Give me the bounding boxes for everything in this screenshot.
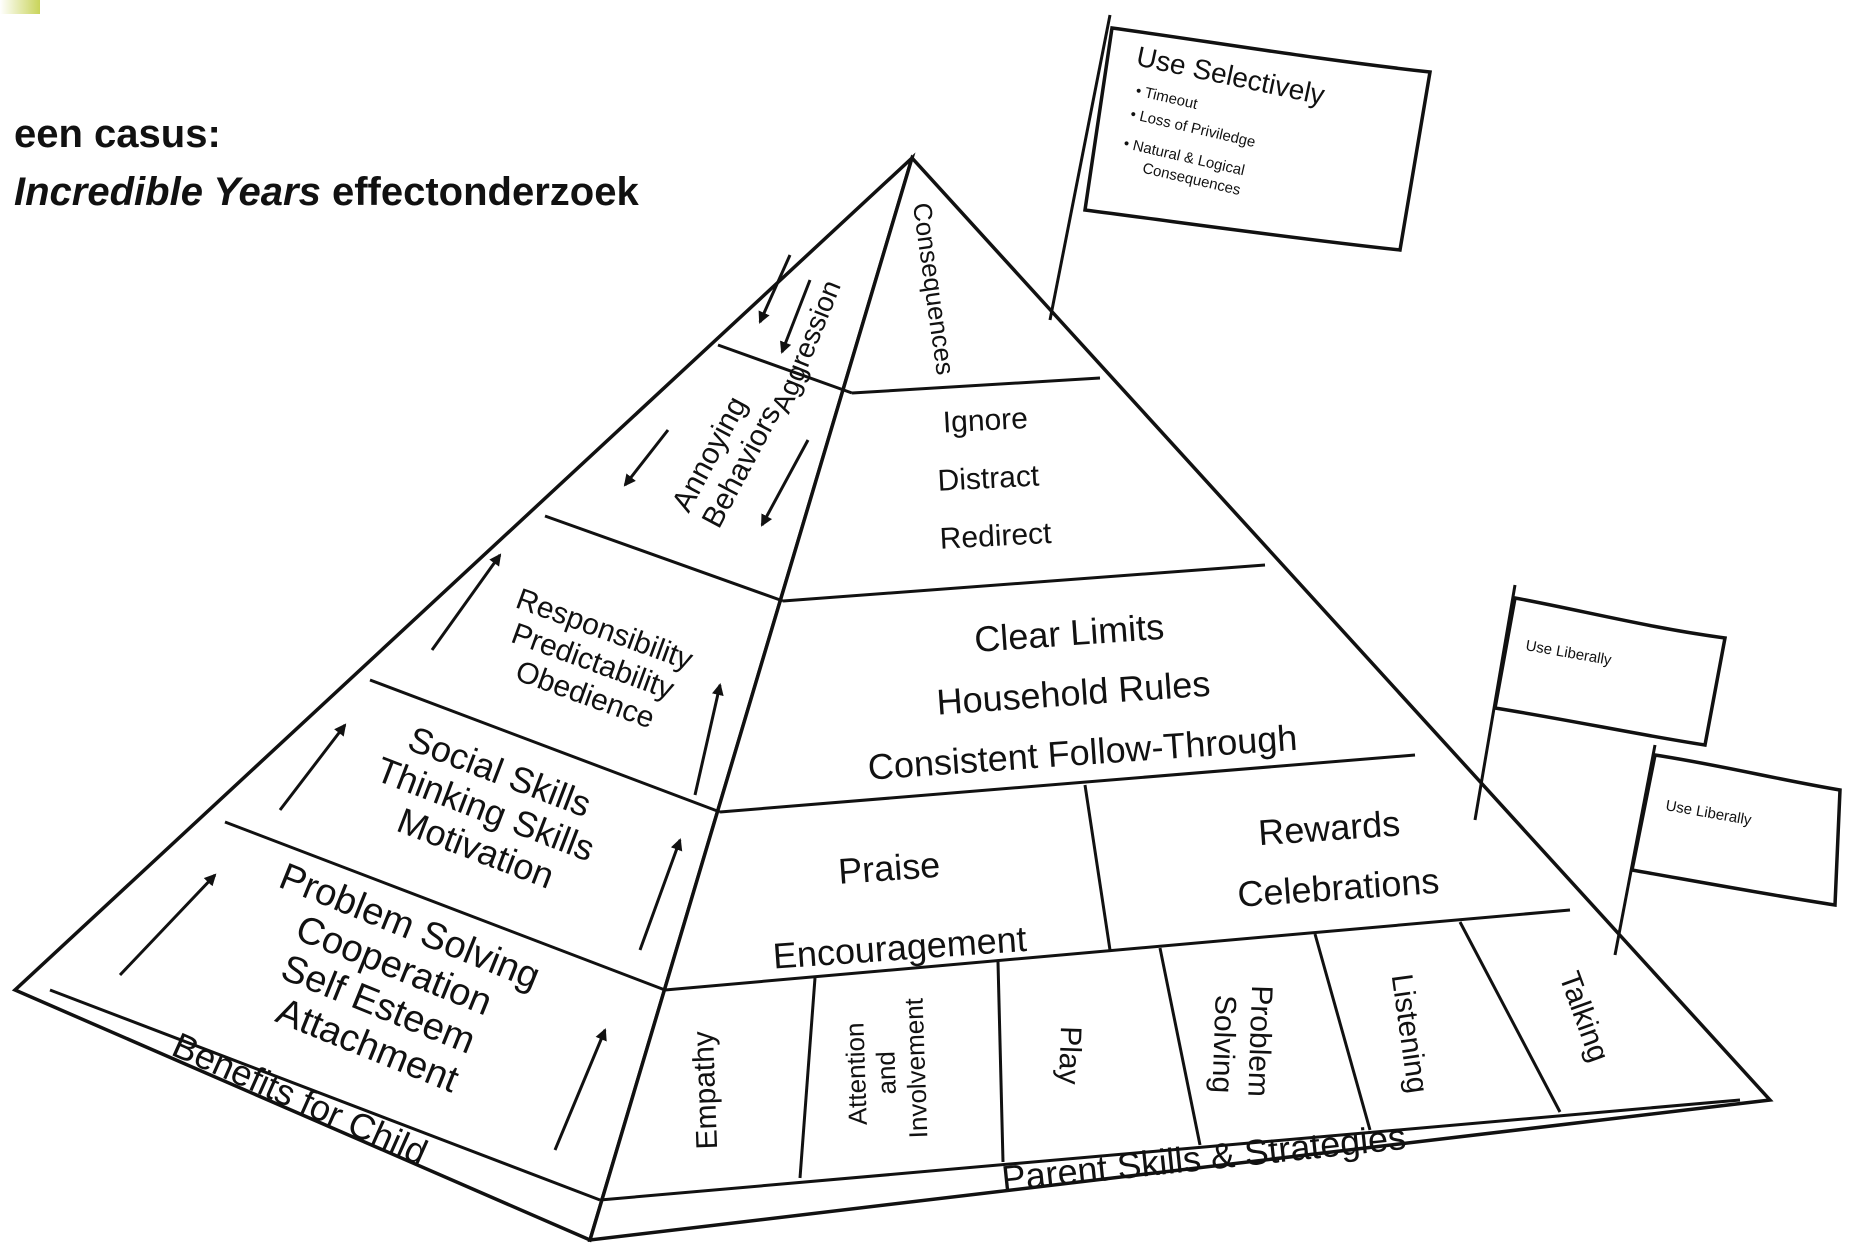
- cell-problem-solving: Problem Solving: [1205, 984, 1278, 1106]
- svg-text:Attention and Invo: Attention and Involvement: [839, 997, 934, 1141]
- flag-use-selectively: Use Selectively • Timeout • Loss of Priv…: [1048, 14, 1433, 321]
- cell-play: Play: [1052, 1026, 1087, 1085]
- flag-use-liberally-lower: Use Liberally: [1613, 744, 1842, 956]
- heading-italic-program-name: Incredible Years: [14, 170, 321, 214]
- tier-label-ignore-distract-redirect: Ignore Distract Redirect: [933, 401, 1053, 556]
- svg-text:Problem Solving: Problem Solving: [1205, 984, 1278, 1106]
- left-face-arrows: [118, 254, 812, 1151]
- left-base-strip-line: [49, 988, 601, 1202]
- cell-attention-and-involvement: Attention and Involvement: [839, 997, 934, 1141]
- accent-corner-decoration: [0, 0, 40, 14]
- right-face-tier-dividers: [664, 376, 1571, 992]
- bottom-cell-dividers: [798, 921, 1562, 1179]
- left-face-tier-dividers: [224, 343, 853, 992]
- heading-line-1: een casus:: [14, 112, 221, 156]
- cell-empathy: Empathy: [687, 1031, 724, 1150]
- right-base-strip-line: [599, 1098, 1741, 1202]
- svg-text:Ignore Distract Re: Ignore Distract Redirect: [933, 401, 1053, 556]
- heading-line-2-rest: effectonderzoek: [320, 170, 639, 214]
- heading-line-2: Incredible Years effectonderzoek: [14, 170, 639, 215]
- flag-use-liberally-upper: Use Liberally: [1473, 584, 1728, 821]
